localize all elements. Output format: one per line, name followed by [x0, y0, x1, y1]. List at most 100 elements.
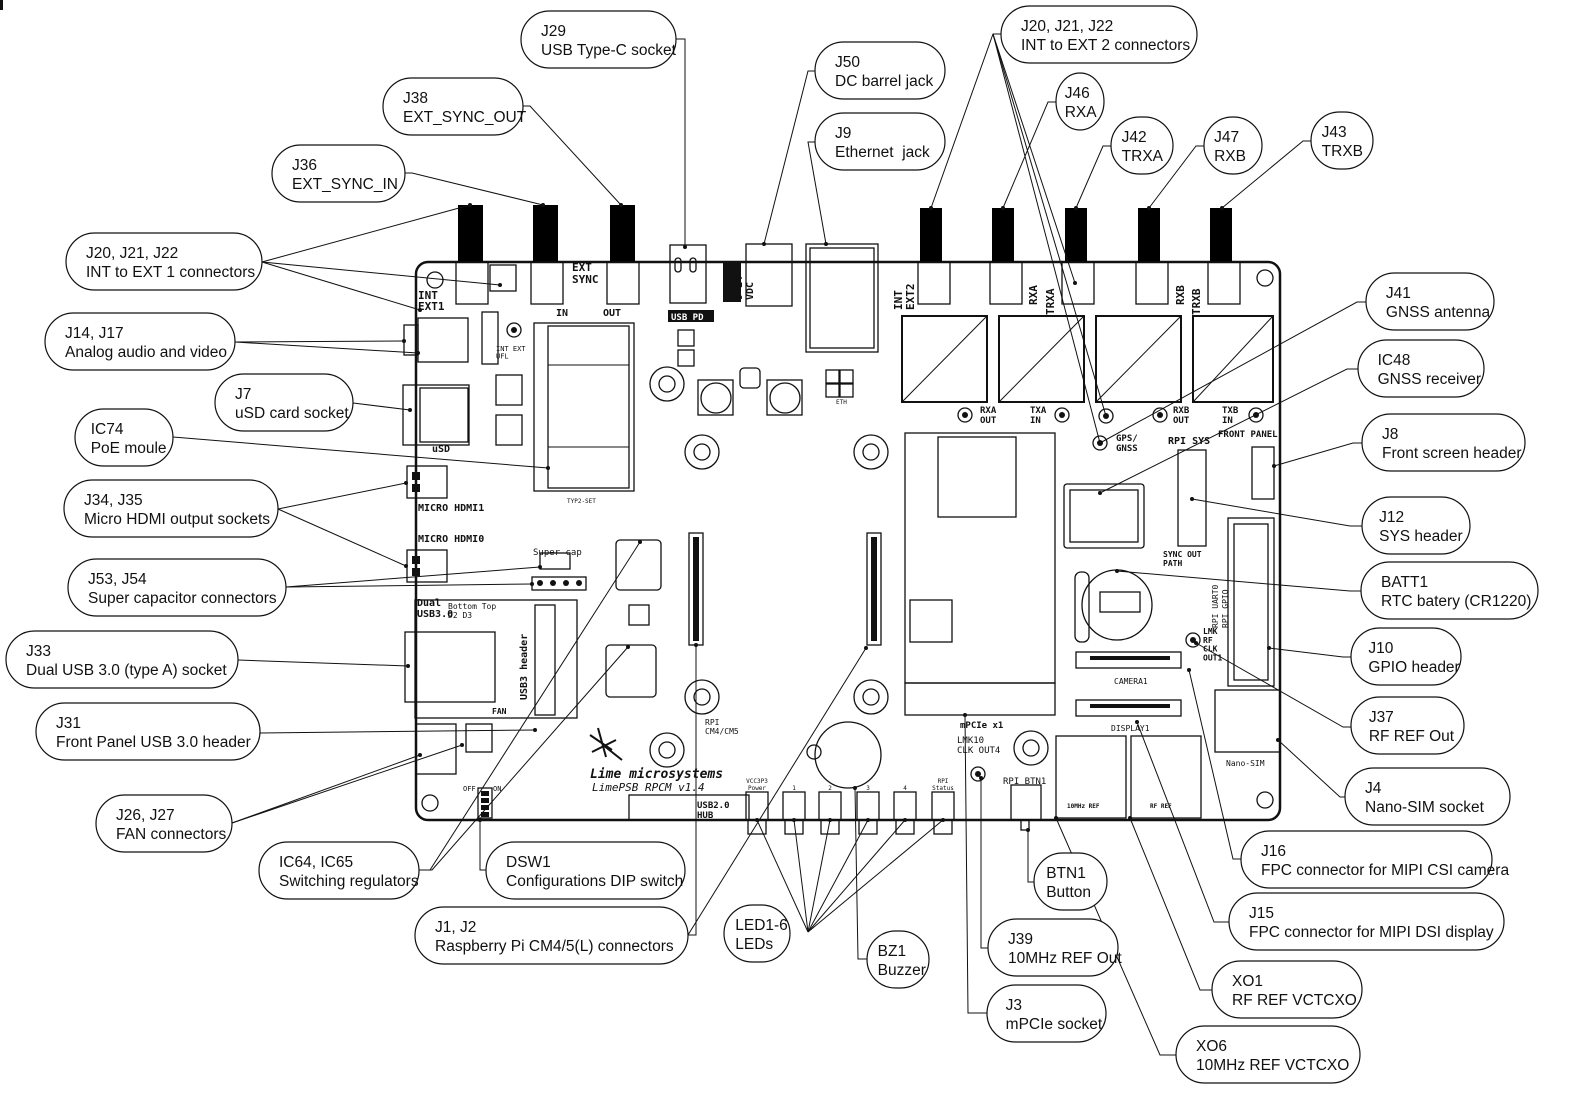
usb-pd-label: USB PD	[671, 313, 704, 323]
leader-line	[1148, 145, 1204, 209]
callout-desc: INT to EXT 1 connectors	[86, 264, 255, 281]
leader-endpoint	[1194, 641, 1198, 645]
leader-endpoint	[828, 818, 832, 822]
gpio-header	[1227, 517, 1275, 687]
silk-micro-hdmi0: MICRO HDMI0	[418, 534, 484, 545]
callout-ref: J26, J27	[116, 807, 175, 824]
callout-bubble	[67, 558, 287, 617]
sys-header	[1177, 449, 1207, 547]
callout-bubble	[95, 794, 233, 853]
silk-10mhz-ref: 10MHz REF	[1067, 803, 1100, 810]
leader-line	[992, 33, 1101, 444]
leader-endpoint	[468, 203, 472, 207]
callout-desc: Configurations DIP switch	[506, 873, 683, 890]
silk-usb3-header: USB3 header	[519, 634, 530, 700]
leader-line	[405, 172, 544, 206]
vctcxo-10mhz	[1055, 735, 1127, 819]
leader-line	[277, 508, 407, 567]
callout-j39: J39 10MHz REF Out	[987, 918, 1122, 977]
callout-bubble	[723, 904, 791, 963]
led-label: 1	[792, 785, 796, 792]
callout-desc: USB Type-C socket	[541, 42, 677, 59]
silk-nano-sim: Nano-SIM	[1226, 759, 1265, 768]
logo-text: Lime microsystems	[590, 767, 723, 782]
silk-rxa: RXA	[1027, 285, 1040, 305]
leader-endpoint	[853, 786, 857, 790]
leader-endpoint	[1187, 668, 1191, 672]
rf-shield-cans	[901, 315, 1274, 403]
leader-endpoint	[1054, 816, 1058, 820]
sma-int-ext1	[455, 205, 489, 305]
leader-line	[259, 729, 536, 734]
callout-ref: J43	[1322, 124, 1347, 141]
ufl-connectors	[506, 322, 1264, 782]
led-label: 4	[903, 785, 907, 792]
callout-bubble	[1344, 767, 1511, 826]
callout-bubble	[1228, 892, 1505, 951]
callout-desc: TRXB	[1322, 143, 1363, 160]
callout-bubble	[1203, 116, 1263, 175]
poe-module	[533, 322, 635, 492]
callout-bubble	[1365, 272, 1495, 331]
lime-logo-icon	[589, 727, 623, 761]
silk-front-panel: FRONT PANEL	[1218, 430, 1278, 440]
leader-line	[1195, 642, 1351, 728]
leader-endpoint	[792, 818, 796, 822]
leader-endpoint	[929, 206, 933, 210]
callout-bubble	[5, 630, 239, 689]
leader-endpoint	[683, 245, 687, 249]
callout-desc: INT to EXT 2 connectors	[1021, 37, 1190, 54]
callout-desc: Super capacitor connectors	[88, 590, 277, 607]
silk-eth: ETH	[836, 399, 847, 406]
silk-on: ON	[493, 785, 501, 793]
leader-endpoint	[538, 565, 542, 569]
callout-desc: GPIO header	[1368, 659, 1459, 676]
ethernet-jack	[805, 243, 879, 353]
callout-bubble	[1055, 72, 1105, 131]
callout-desc: RF REF Out	[1369, 728, 1455, 745]
vctcxo-rf	[1130, 735, 1202, 819]
usb-c-socket: USB PD	[668, 244, 714, 323]
leader-line	[1099, 368, 1358, 494]
leader-line	[1221, 140, 1311, 209]
leader-endpoint	[533, 728, 537, 732]
leader-line	[793, 819, 809, 933]
callout-ref: XO6	[1196, 1038, 1227, 1055]
sma-ext-sync-out	[606, 205, 640, 305]
callout-desc: EXT_SYNC_IN	[292, 176, 398, 193]
callout-ref: IC74	[91, 421, 124, 438]
leader-line	[1273, 442, 1362, 467]
callout-desc: 10MHz REF Out	[1008, 950, 1122, 967]
callout-desc: DC barrel jack	[835, 73, 933, 90]
leader-endpoint	[762, 242, 766, 246]
leader-line	[1002, 101, 1056, 209]
callout-ref: J10	[1368, 640, 1393, 657]
leader-line	[479, 820, 486, 871]
leader-endpoint	[404, 481, 408, 485]
mounting-holes	[421, 269, 1274, 812]
callout-ref: J39	[1008, 931, 1033, 948]
callout-bubble	[35, 702, 261, 761]
display-fpc	[1075, 699, 1182, 717]
callout-ref: DSW1	[506, 854, 551, 871]
silk-off: OFF	[463, 785, 476, 793]
callout-bubble	[1110, 116, 1174, 175]
leader-endpoint	[1135, 720, 1139, 724]
